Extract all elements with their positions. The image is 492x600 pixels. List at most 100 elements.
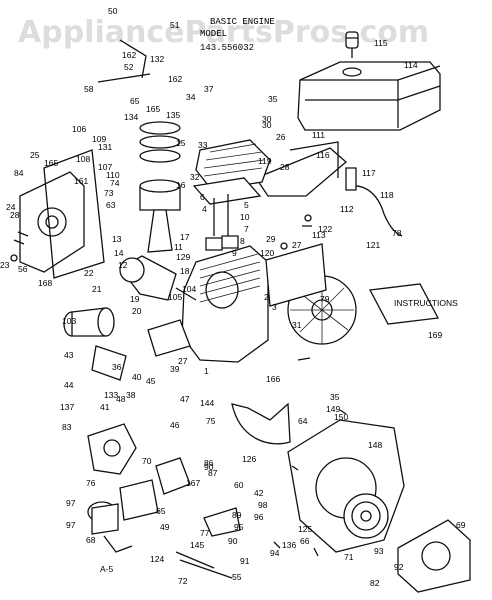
part-callout-87: 87	[208, 468, 218, 478]
part-callout-167: 167	[186, 478, 200, 488]
part-callout-93: 93	[374, 546, 384, 556]
part-callout-30: 30	[262, 120, 272, 130]
part-callout-12: 12	[118, 260, 128, 270]
part-callout-34: 34	[186, 92, 196, 102]
part-callout-1: 1	[204, 366, 209, 376]
booklet-label: INSTRUCTIONS	[394, 298, 458, 308]
part-callout-135: 135	[166, 110, 180, 120]
part-callout-28: 28	[280, 162, 290, 172]
part-callout-165: 165	[44, 158, 58, 168]
part-callout-97: 97	[66, 520, 76, 530]
part-callout-96: 96	[254, 512, 264, 522]
part-callout-50: 50	[108, 6, 118, 16]
bolt-set	[10, 214, 347, 557]
part-callout-72: 72	[178, 576, 188, 586]
title-line-1: BASIC ENGINE	[210, 17, 275, 27]
part-callout-20: 20	[132, 306, 142, 316]
part-callout-4: 4	[202, 204, 207, 214]
part-callout-105: 105	[168, 292, 182, 302]
part-callout-91: 91	[240, 556, 250, 566]
part-callout-63: 63	[106, 200, 116, 210]
part-callout-82: 82	[370, 578, 380, 588]
title-block: BASIC ENGINE MODEL 143.556032	[200, 17, 275, 53]
part-callout-120: 120	[260, 248, 274, 258]
crankshaft	[119, 255, 197, 301]
part-callout-6: 6	[200, 192, 205, 202]
part-callout-44: 44	[64, 380, 74, 390]
part-callout-25: 25	[30, 150, 40, 160]
part-callout-69: 69	[456, 520, 466, 530]
part-callout-168: 168	[38, 278, 52, 288]
callout-labels: 5051162525813216237351151146513416513534…	[0, 6, 466, 588]
part-callout-65: 65	[130, 96, 140, 106]
part-callout-52: 52	[124, 62, 134, 72]
part-callout-21: 21	[92, 284, 102, 294]
fuel-cap	[345, 31, 359, 58]
part-callout-28: 28	[10, 210, 20, 220]
cover-gasket	[43, 149, 105, 279]
page-reference: A-5	[100, 564, 114, 574]
part-callout-56: 56	[18, 264, 28, 274]
spark-plug	[345, 167, 357, 191]
tank-bracket	[255, 141, 347, 197]
piston	[139, 121, 181, 211]
part-callout-36: 36	[112, 362, 122, 372]
part-callout-129: 129	[176, 252, 190, 262]
part-callout-24: 24	[6, 202, 16, 212]
part-callout-22: 22	[84, 268, 94, 278]
throttle-lever	[119, 39, 147, 79]
part-callout-19: 19	[130, 294, 140, 304]
muffler	[63, 307, 115, 337]
part-callout-32: 32	[190, 172, 200, 182]
title-line-2: MODEL	[200, 29, 227, 39]
part-callout-89: 89	[232, 510, 242, 520]
part-callout-68: 68	[86, 535, 96, 545]
part-callout-58: 58	[84, 84, 94, 94]
breather-plate	[265, 243, 327, 307]
part-callout-17: 17	[180, 232, 190, 242]
part-callout-134: 134	[124, 112, 138, 122]
part-callout-55: 55	[232, 572, 242, 582]
part-callout-111: 111	[312, 130, 325, 140]
control-bracket	[203, 507, 241, 537]
part-callout-35: 35	[330, 392, 340, 402]
part-callout-43: 43	[64, 350, 74, 360]
part-callout-115: 115	[374, 38, 388, 48]
part-callout-37: 37	[204, 84, 214, 94]
instruction-booklet: INSTRUCTIONS	[368, 283, 458, 325]
part-callout-18: 18	[180, 266, 190, 276]
starter-pulley	[343, 493, 389, 539]
part-callout-46: 46	[170, 420, 180, 430]
part-callout-79: 79	[320, 294, 330, 304]
part-callout-60: 60	[234, 480, 244, 490]
part-callout-11: 11	[174, 242, 183, 252]
part-callout-162: 162	[122, 50, 136, 60]
part-callout-84: 84	[14, 168, 24, 178]
part-callout-3: 3	[272, 302, 277, 312]
part-callout-66: 66	[300, 536, 310, 546]
part-callout-117: 117	[362, 168, 376, 178]
part-callout-165: 165	[146, 104, 160, 114]
part-callout-10: 10	[240, 212, 250, 222]
part-callout-161: 161	[74, 176, 88, 186]
part-callout-131: 131	[98, 142, 112, 152]
control-rod	[97, 73, 151, 83]
part-callout-86: 86	[204, 458, 214, 468]
part-callout-121: 121	[366, 240, 380, 250]
part-callout-76: 76	[86, 478, 96, 488]
part-callout-38: 38	[126, 390, 136, 400]
intake-manifold	[147, 319, 191, 357]
part-callout-13: 13	[112, 234, 122, 244]
part-callout-144: 144	[200, 398, 214, 408]
valves	[213, 194, 229, 236]
part-callout-74: 74	[110, 178, 120, 188]
part-callout-150: 150	[334, 412, 348, 422]
part-callout-119: 119	[258, 156, 272, 166]
part-callout-49: 49	[160, 522, 170, 532]
part-callout-169: 169	[428, 330, 442, 340]
part-callout-145: 145	[190, 540, 204, 550]
part-callout-8: 8	[240, 236, 245, 246]
connecting-rod	[147, 209, 173, 253]
part-callout-149: 149	[326, 404, 340, 414]
